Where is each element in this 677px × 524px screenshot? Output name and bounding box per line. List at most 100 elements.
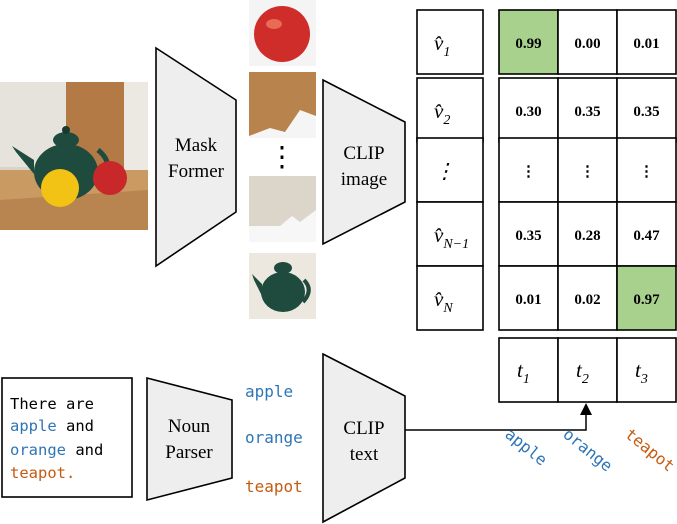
noun-apple: apple <box>245 382 293 401</box>
similarity-cell <box>557 201 618 267</box>
similarity-cell <box>616 9 677 75</box>
embedding-label: v̂N−1 <box>434 223 469 252</box>
embedding-symbol: v̂ <box>434 31 444 55</box>
noun-parser-trapezoid <box>146 376 233 502</box>
input-photo <box>0 82 148 230</box>
clip-image-trapezoid <box>322 78 406 246</box>
rotated-label-teapot: teapot <box>621 424 677 475</box>
caption-line-3: orange and <box>10 441 103 459</box>
mask-former-label-line1: Mask <box>175 135 218 156</box>
rotated-label-orange: orange <box>559 424 616 475</box>
caption-word-orange: orange <box>10 441 66 459</box>
highlighted-similarity-cell <box>616 265 677 331</box>
similarity-value: 0.02 <box>574 292 600 308</box>
noun-teapot: teapot <box>245 477 303 496</box>
segment-apple <box>249 0 316 66</box>
rotated-noun-labels: apple orange teapot <box>501 424 677 475</box>
similarity-value: 0.35 <box>633 104 659 120</box>
embedding-symbol: v̂ <box>434 223 444 247</box>
similarity-value: ⋮ <box>521 164 536 180</box>
clip-image-label-line1: CLIP <box>343 143 384 164</box>
clip-image-block: CLIP image <box>322 78 406 246</box>
similarity-value: ⋮ <box>580 164 595 180</box>
caption-and-1: and <box>57 417 94 435</box>
text-embedding-symbol: t <box>517 358 524 382</box>
embedding-cell <box>416 137 484 203</box>
rotated-label-apple: apple <box>501 424 550 469</box>
noun-orange: orange <box>245 428 303 447</box>
similarity-value: 0.01 <box>515 292 541 308</box>
similarity-value: ⋮ <box>639 164 654 180</box>
embedding-label: v̂1 <box>434 31 450 60</box>
text-embedding-cell <box>557 337 618 403</box>
caption-word-apple: apple <box>10 417 57 435</box>
text-embedding-subscript: 2 <box>582 372 589 387</box>
embedding-label: v̂2 <box>434 99 450 128</box>
text-embedding-arrow <box>405 403 592 431</box>
clip-text-label-line1: CLIP <box>343 418 384 439</box>
text-embedding-cell <box>498 337 559 403</box>
mask-former-label-line2: Former <box>168 161 225 182</box>
similarity-value: 0.01 <box>633 36 659 52</box>
similarity-value: 0.47 <box>633 228 660 244</box>
segment-crops: ⋮ <box>249 0 316 319</box>
embedding-cell <box>416 201 484 267</box>
noun-parser-block: Noun Parser <box>146 376 233 502</box>
highlighted-similarity-cell <box>498 9 559 75</box>
similarity-cell <box>498 201 559 267</box>
segment-background <box>249 176 316 242</box>
embedding-symbol: ⋮ <box>434 159 455 183</box>
clip-image-label-line2: image <box>341 169 387 190</box>
embedding-subscript: N−1 <box>442 237 469 252</box>
similarity-value: 0.00 <box>574 36 600 52</box>
similarity-cell <box>616 77 677 143</box>
clip-text-label-line2: text <box>350 444 379 465</box>
clip-text-block: CLIP text <box>322 352 406 524</box>
similarity-value: 0.28 <box>574 228 600 244</box>
embedding-subscript: 1 <box>443 45 450 60</box>
image-embedding-column: v̂1v̂2⋮v̂N−1v̂N <box>416 9 484 331</box>
text-embedding-symbol: t <box>576 358 583 382</box>
similarity-cell <box>557 137 618 203</box>
similarity-value: 0.35 <box>515 228 541 244</box>
embedding-label: v̂N <box>434 287 453 316</box>
similarity-cell <box>498 137 559 203</box>
caption-box: There are apple and orange and teapot. <box>1 377 133 498</box>
embedding-cell <box>416 77 484 143</box>
mask-former-trapezoid <box>155 46 237 268</box>
noun-parser-label-line2: Parser <box>165 442 213 463</box>
segment-teapot <box>249 253 316 319</box>
text-embedding-cell <box>616 337 677 403</box>
text-embedding-label: t3 <box>635 358 648 387</box>
text-embedding-label: t2 <box>576 358 589 387</box>
caption-line-2: apple and <box>10 417 94 435</box>
embedding-symbol: v̂ <box>434 99 444 123</box>
caption-word-teapot: teapot. <box>10 464 75 482</box>
parsed-nouns: apple orange teapot <box>245 382 303 496</box>
caption-line-1: There are <box>10 395 94 413</box>
embedding-subscript: N <box>442 301 453 316</box>
caption-and-2: and <box>66 441 103 459</box>
text-embedding-label: t1 <box>517 358 530 387</box>
similarity-value: 0.35 <box>574 104 600 120</box>
similarity-value: 0.99 <box>515 36 541 52</box>
text-embedding-symbol: t <box>635 358 642 382</box>
similarity-cell <box>616 201 677 267</box>
embedding-symbol: v̂ <box>434 287 444 311</box>
similarity-cell <box>557 77 618 143</box>
mask-former-block: Mask Former <box>155 46 237 268</box>
similarity-cell <box>498 265 559 331</box>
embedding-ellipsis: ⋮ <box>434 159 455 183</box>
embedding-cell <box>416 265 484 331</box>
embedding-subscript: 2 <box>443 113 450 128</box>
similarity-value: 0.30 <box>515 104 541 120</box>
clip-text-trapezoid <box>322 352 406 524</box>
text-embedding-subscript: 1 <box>523 372 530 387</box>
similarity-matrix: 0.99 0.00 0.01 0.30 0.35 0.35 ⋮ ⋮ ⋮ 0.35 0.28 0.47 0… <box>498 9 677 331</box>
segment-ellipsis: ⋮ <box>268 142 296 173</box>
text-embedding-subscript: 3 <box>640 372 648 387</box>
segment-wood <box>249 72 316 138</box>
